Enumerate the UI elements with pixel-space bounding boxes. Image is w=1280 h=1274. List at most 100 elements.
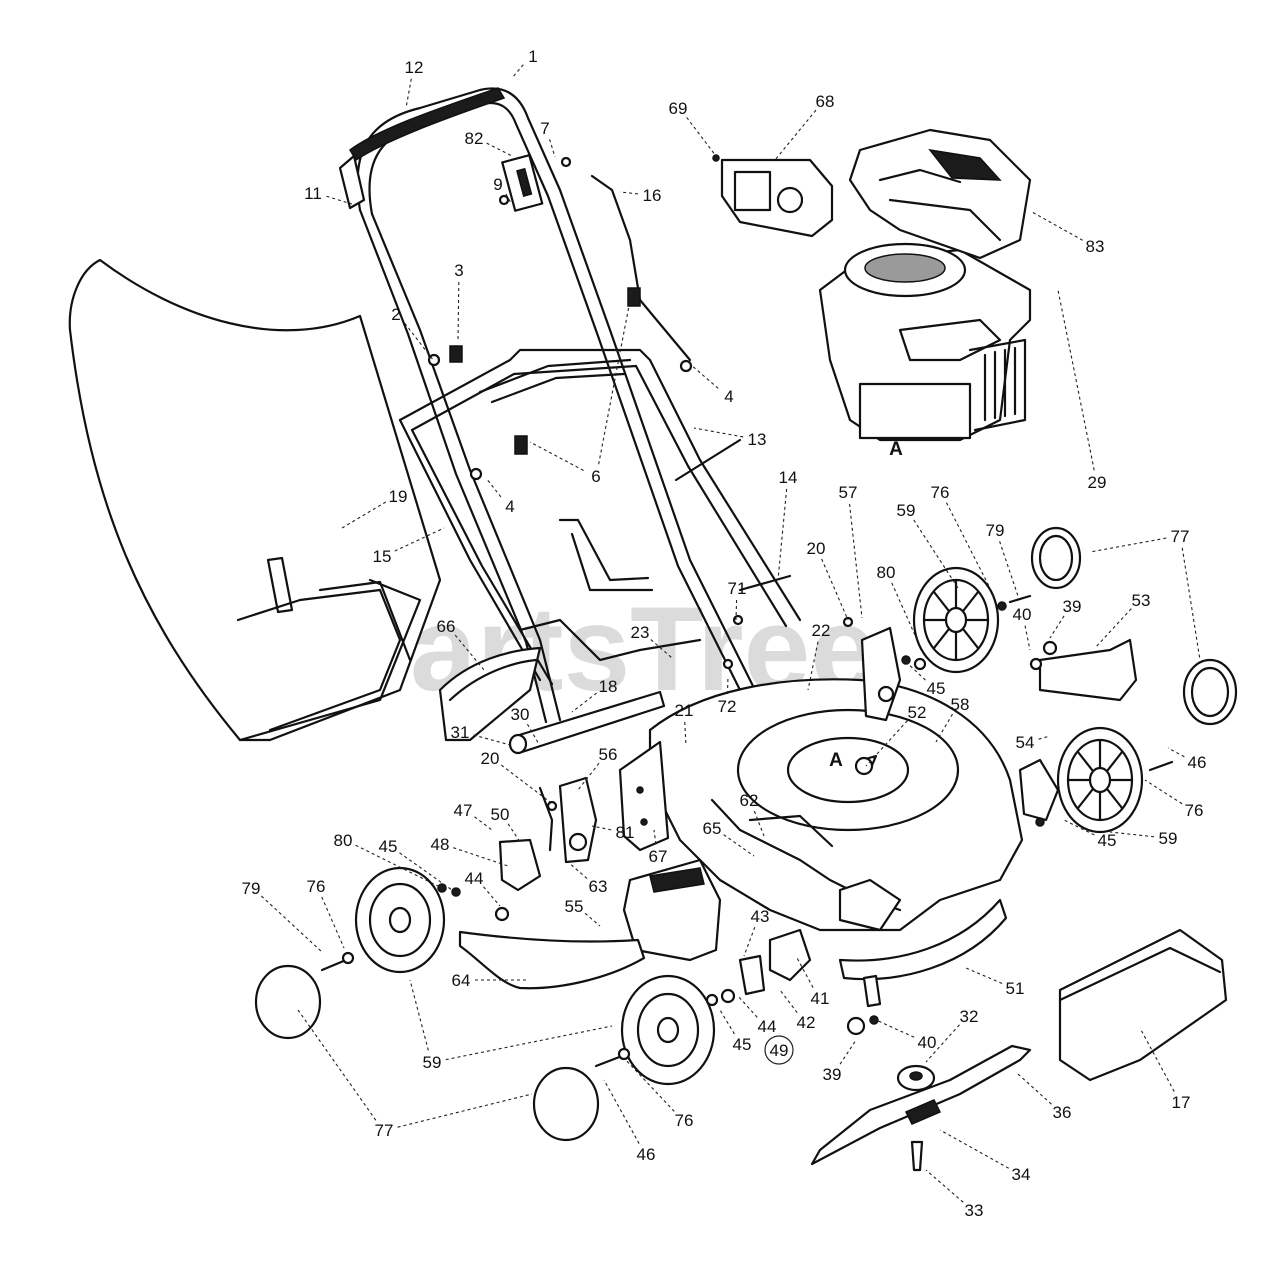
leader-c79b xyxy=(261,895,323,953)
leader-c53 xyxy=(1094,608,1132,649)
leader-c77a xyxy=(1089,537,1167,553)
air-filter-cover xyxy=(720,158,834,238)
callout-c34: 34 xyxy=(1012,1165,1031,1184)
callout-c71: 71 xyxy=(728,579,747,598)
callout-c44a: 44 xyxy=(465,869,484,888)
leader-c50 xyxy=(507,823,521,843)
leader-c46b xyxy=(603,1079,640,1144)
callout-c52: 52 xyxy=(908,703,927,722)
callout-c2: 2 xyxy=(391,305,400,324)
rear-rod xyxy=(508,690,666,755)
leader-c2 xyxy=(404,322,435,362)
callout-c55: 55 xyxy=(565,897,584,916)
side-plate xyxy=(618,740,670,852)
callout-c21: 21 xyxy=(675,701,694,720)
callout-c3: 3 xyxy=(454,261,463,280)
callout-c29: 29 xyxy=(1088,473,1107,492)
front-pivot-bracket xyxy=(738,928,812,996)
callout-c9: 9 xyxy=(493,175,502,194)
leader-c17 xyxy=(1139,1027,1175,1092)
callout-c63: 63 xyxy=(589,877,608,896)
leader-c31 xyxy=(473,734,515,747)
leader-c54 xyxy=(1038,735,1051,740)
callout-c83: 83 xyxy=(1086,237,1105,256)
wheel-front-right xyxy=(1056,726,1144,834)
callout-c46a: 46 xyxy=(1188,753,1207,772)
callout-c42: 42 xyxy=(797,1013,816,1032)
callout-c20a: 20 xyxy=(807,539,826,558)
callout-c76c: 76 xyxy=(307,877,326,896)
callout-c40a: 40 xyxy=(1013,605,1032,624)
leader-c76d xyxy=(623,1057,675,1112)
callout-c7: 7 xyxy=(540,119,549,138)
deck-skirt xyxy=(838,898,1008,1008)
callout-c33: 33 xyxy=(965,1201,984,1220)
leader-c40a xyxy=(1024,625,1031,651)
wheel-rear-right xyxy=(620,974,716,1086)
leader-c46a xyxy=(1167,747,1185,758)
front-bumper xyxy=(1058,928,1228,1082)
callout-c36: 36 xyxy=(1053,1103,1072,1122)
adjuster-bracket-right xyxy=(1018,758,1060,822)
leader-c59c xyxy=(445,1025,613,1061)
callout-c41: 41 xyxy=(811,989,830,1008)
callout-c53: 53 xyxy=(1132,591,1151,610)
upper-handle xyxy=(338,87,762,724)
leader-c52 xyxy=(865,720,908,767)
callout-c76d: 76 xyxy=(675,1111,694,1130)
fasteners xyxy=(320,154,1174,1068)
wheel-front-left xyxy=(912,566,1000,674)
leader-c77b xyxy=(297,1009,377,1121)
callout-c15: 15 xyxy=(373,547,392,566)
leader-c65 xyxy=(723,834,755,857)
leader-c80a xyxy=(891,582,919,643)
callout-c39b: 39 xyxy=(823,1065,842,1084)
leader-c62 xyxy=(753,810,765,837)
callout-c40b: 40 xyxy=(918,1033,937,1052)
leader-c3 xyxy=(457,281,460,341)
callout-c80b: 80 xyxy=(334,831,353,850)
callout-c82: 82 xyxy=(465,129,484,148)
callout-c65: 65 xyxy=(703,819,722,838)
callout-c43: 43 xyxy=(751,907,770,926)
leader-c9 xyxy=(505,193,512,204)
callout-c14: 14 xyxy=(779,468,798,487)
leader-c29 xyxy=(1057,289,1095,471)
leader-c69 xyxy=(686,117,717,157)
callout-c6: 6 xyxy=(591,467,600,486)
leader-c1 xyxy=(511,64,524,79)
callout-circle-c49 xyxy=(764,1035,794,1065)
leader-c63 xyxy=(567,861,588,879)
leader-c14 xyxy=(777,488,788,581)
leader-c44a xyxy=(483,886,501,907)
leader-c4a xyxy=(689,363,719,389)
callout-cA2: A xyxy=(829,750,843,771)
callout-c32: 32 xyxy=(960,1007,979,1026)
callout-c12: 12 xyxy=(405,58,424,77)
leader-c59a xyxy=(913,519,959,589)
leader-c59c xyxy=(409,979,429,1051)
callout-c18: 18 xyxy=(599,677,618,696)
control-cable xyxy=(590,174,692,362)
leader-c59b xyxy=(1109,831,1155,838)
leader-c13 xyxy=(693,427,744,438)
callout-c48: 48 xyxy=(431,835,450,854)
leader-c45d xyxy=(719,1009,735,1035)
leader-c47 xyxy=(474,816,493,831)
engine-shroud xyxy=(848,128,1032,260)
callout-c1: 1 xyxy=(528,47,537,66)
discharge-chute xyxy=(438,646,542,742)
blade-adapter xyxy=(896,1064,936,1092)
leader-c33 xyxy=(925,1169,964,1203)
adjuster-bracket-left xyxy=(498,838,542,892)
leader-c39a xyxy=(1049,615,1065,639)
leader-c82 xyxy=(486,142,513,157)
callout-c30: 30 xyxy=(511,705,530,724)
lower-handle xyxy=(398,348,802,686)
leader-c77a xyxy=(1181,547,1201,661)
callout-c23: 23 xyxy=(631,623,650,642)
callout-c57: 57 xyxy=(839,483,858,502)
leader-c79a xyxy=(999,541,1019,597)
